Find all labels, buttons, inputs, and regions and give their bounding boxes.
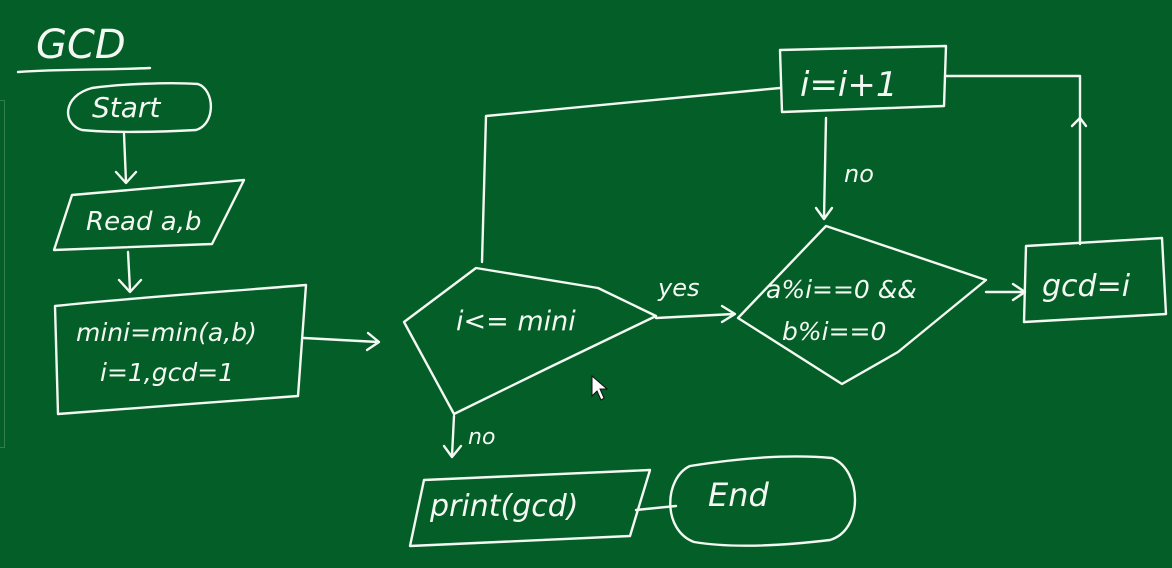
loop-condition-label: i<= mini <box>456 306 576 337</box>
cursor-icon <box>591 374 609 401</box>
start-label: Start <box>92 91 161 124</box>
read-input-box <box>52 178 246 252</box>
arrowhead-no-div <box>814 206 834 221</box>
assign-gcd-label: gcd=i <box>1042 269 1131 304</box>
start-terminal <box>66 82 212 134</box>
divisibility-line1: a%i==0 && <box>766 275 917 304</box>
title-underline <box>16 66 152 74</box>
arrowhead-start-read <box>114 170 138 185</box>
arrow-read-init <box>126 250 132 292</box>
loop-condition-diamond <box>402 266 658 416</box>
line-increment-loop <box>480 86 782 264</box>
arrow-no-print <box>450 414 456 458</box>
arrowhead-init-cond <box>365 331 381 352</box>
read-label: Read a,b <box>86 207 201 237</box>
increment-label: i=i+1 <box>800 65 898 105</box>
print-output-box <box>408 468 652 548</box>
flowchart-title: GCD <box>36 22 126 68</box>
line-gcd-increment <box>944 74 1082 246</box>
yes-label: yes <box>657 274 699 302</box>
end-terminal <box>669 455 857 547</box>
assign-gcd-box <box>1022 236 1168 324</box>
arrow-init-cond <box>302 336 380 344</box>
divisibility-condition-diamond <box>736 224 988 386</box>
arrow-start-read <box>122 132 128 184</box>
no-div-label: no <box>844 160 874 188</box>
init-line2: i=1,gcd=1 <box>100 358 234 387</box>
arrowhead-gcd-increment <box>1070 116 1088 128</box>
arrowhead-read-init <box>117 278 143 294</box>
arrowhead-yes <box>720 304 737 324</box>
line-no-div-increment <box>822 116 828 220</box>
increment-box <box>778 44 948 114</box>
arrow-yes <box>654 312 736 320</box>
end-label: End <box>708 476 770 514</box>
arrowhead-no-print <box>442 444 463 459</box>
divisibility-line2: b%i==0 <box>782 317 886 346</box>
init-process-box <box>53 283 308 416</box>
init-line1: mini=min(a,b) <box>76 318 257 347</box>
no-print-label: no <box>468 425 495 450</box>
print-label: print(gcd) <box>429 489 578 524</box>
panel-edge <box>0 100 5 448</box>
